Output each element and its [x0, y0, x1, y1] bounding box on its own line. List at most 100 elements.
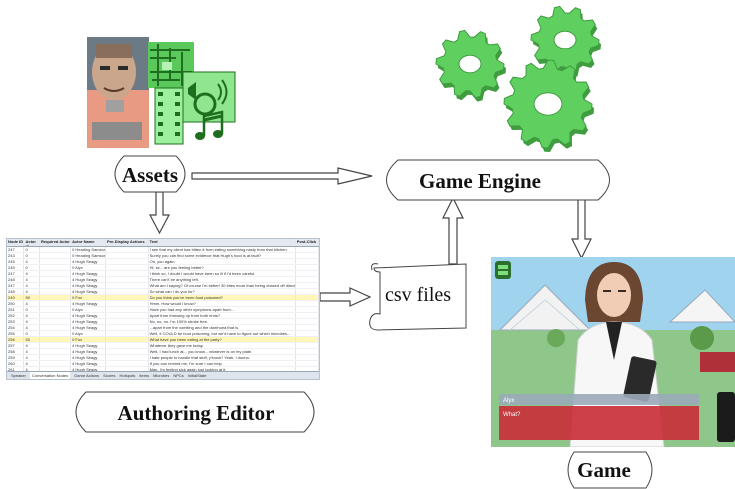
table-cell: 0 — [24, 253, 41, 258]
table-cell: 257 — [7, 343, 25, 348]
game-screenshot: Alyx What? — [491, 257, 735, 447]
table-cell: It's funny... Usually my people make sur… — [149, 379, 296, 380]
table-cell — [106, 247, 149, 252]
table-cell: 0 Alyx — [71, 265, 106, 270]
table-cell: 0 — [24, 247, 41, 252]
table-cell — [40, 343, 72, 348]
table-cell — [106, 259, 149, 264]
table-cell: 256 — [7, 337, 25, 342]
sheet-tab[interactable]: Microbes — [153, 373, 170, 378]
game-engine-node-shape — [386, 159, 610, 201]
table-cell: 4 — [24, 361, 41, 366]
table-cell — [296, 343, 319, 348]
authoring-editor-label: Authoring Editor — [118, 401, 275, 425]
table-cell — [106, 355, 149, 360]
sheet-tab[interactable]: Speaker — [11, 373, 26, 378]
table-cell: Do you think you've been food poisoned? — [149, 295, 296, 300]
table-cell — [106, 289, 149, 294]
table-cell — [296, 271, 319, 276]
dialog-box — [499, 406, 699, 440]
table-cell — [106, 271, 149, 276]
table-cell: 4 Hugh Seagy — [71, 325, 106, 330]
table-cell: 4 Hugh Seagy — [71, 319, 106, 324]
gear-bottom — [503, 59, 594, 152]
table-cell: 4 — [24, 271, 41, 276]
table-cell — [40, 289, 72, 294]
speaker-name-box — [499, 394, 699, 405]
table-cell: Apart from throwing up from both ends? — [149, 313, 296, 318]
gear-icon — [435, 5, 601, 152]
csv-files-node: csv files — [369, 263, 467, 331]
table-cell — [296, 355, 319, 360]
table-cell: 252 — [7, 313, 25, 318]
table-cell: 247 — [7, 283, 25, 288]
table-cell — [40, 325, 72, 330]
table-cell: 259 — [7, 355, 25, 360]
sheet-tab[interactable]: Conversation Nodes — [29, 372, 71, 379]
table-cell — [106, 277, 149, 282]
sheet-tab[interactable]: NPCs — [173, 373, 184, 378]
table-cell: 4 — [24, 283, 41, 288]
table-cell: 4 Hugh Seagy — [71, 289, 106, 294]
table-cell — [106, 295, 149, 300]
table-cell: 4 Hugh Seagy — [71, 367, 106, 372]
arrow-assets-to-editor — [149, 191, 170, 235]
sheet-tab[interactable]: Hotspots — [119, 373, 136, 378]
table-cell: 260 — [7, 361, 25, 366]
sheet-column-header: Text — [149, 239, 296, 246]
dialog-text: What? — [503, 412, 521, 418]
table-cell — [40, 313, 72, 318]
table-cell — [296, 349, 319, 354]
table-cell — [296, 319, 319, 324]
table-cell — [296, 295, 319, 300]
table-cell — [296, 277, 319, 282]
table-cell: 4 Hugh Seagy — [71, 361, 106, 366]
table-cell: 247 — [7, 271, 25, 276]
table-cell: 250 — [7, 301, 25, 306]
table-cell: 254 — [7, 325, 25, 330]
table-cell — [296, 265, 319, 270]
table-cell: 4 Hugh Seagy — [71, 259, 106, 264]
table-cell — [296, 331, 319, 336]
table-cell — [106, 337, 149, 342]
table-cell — [40, 301, 72, 306]
table-cell — [106, 367, 149, 372]
table-cell: 4 — [24, 289, 41, 294]
table-cell — [296, 367, 319, 372]
table-cell: 0 — [24, 265, 41, 270]
table-cell: 50 — [24, 295, 41, 300]
table-cell: 249 — [7, 295, 25, 300]
table-cell: 4 Hugh Seagy — [71, 349, 106, 354]
sheet-column-header: Actor Name — [71, 239, 106, 246]
game-label: Game — [577, 458, 631, 482]
sheet-tab[interactable]: InitialState — [187, 373, 207, 378]
table-cell: 4 — [24, 277, 41, 282]
assets-image — [87, 37, 236, 148]
table-cell — [106, 361, 149, 366]
table-cell: Well, I had lunch at... you know... what… — [149, 349, 296, 354]
sheet-tab[interactable]: Items — [139, 373, 150, 378]
table-cell: I hate people to handle that stuff, y'kn… — [149, 355, 296, 360]
table-cell — [106, 325, 149, 330]
sheet-column-header: Actor ID — [24, 239, 41, 246]
arrow-editor-to-csv — [319, 287, 372, 307]
table-cell — [40, 355, 72, 360]
table-cell — [106, 265, 149, 270]
sheet-tab[interactable]: Scores — [103, 373, 116, 378]
table-cell: 4 — [24, 355, 41, 360]
sheet-tab[interactable]: Game Actions — [74, 373, 100, 378]
table-cell — [40, 361, 72, 366]
